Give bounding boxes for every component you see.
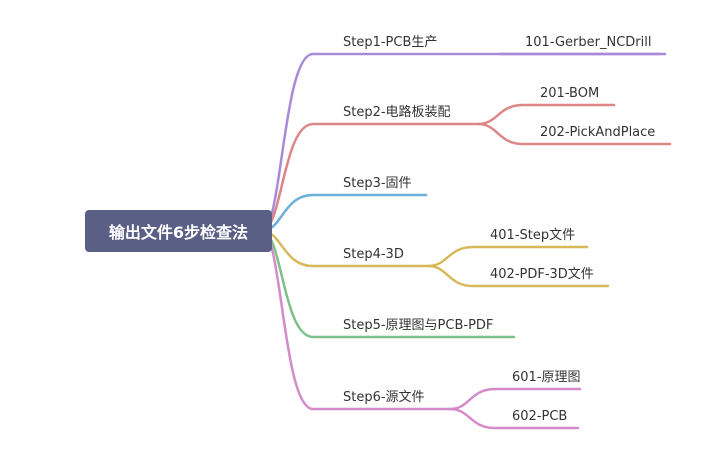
child-label[interactable]: 601-原理图 — [512, 370, 581, 385]
branch-label[interactable]: Step4-3D — [343, 247, 404, 262]
branch-label[interactable]: Step1-PCB生产 — [343, 35, 437, 50]
child-label[interactable]: 602-PCB — [512, 409, 567, 424]
child-connector — [448, 387, 582, 411]
child-label[interactable]: 201-BOM — [540, 86, 599, 101]
branch-connector — [260, 193, 428, 233]
child-connector — [426, 264, 610, 288]
root-node-label: 输出文件6步检查法 — [108, 223, 249, 242]
child-connector — [426, 245, 589, 268]
branch-label[interactable]: Step5-原理图与PCB-PDF — [343, 318, 493, 333]
child-label[interactable]: 202-PickAndPlace — [540, 125, 655, 140]
child-label[interactable]: 101-Gerber_NCDrill — [525, 35, 651, 50]
branch-label[interactable]: Step2-电路板装配 — [343, 104, 451, 120]
child-label[interactable]: 402-PDF-3D文件 — [490, 267, 594, 282]
child-connector — [448, 407, 580, 430]
branch-label[interactable]: Step3-固件 — [343, 176, 412, 191]
child-connector — [476, 103, 616, 126]
branch-connector — [260, 52, 662, 233]
child-label[interactable]: 401-Step文件 — [490, 228, 575, 243]
root-node[interactable]: 输出文件6步检查法 — [85, 210, 272, 252]
branch-label[interactable]: Step6-源文件 — [343, 390, 425, 405]
child-connector — [476, 122, 672, 146]
